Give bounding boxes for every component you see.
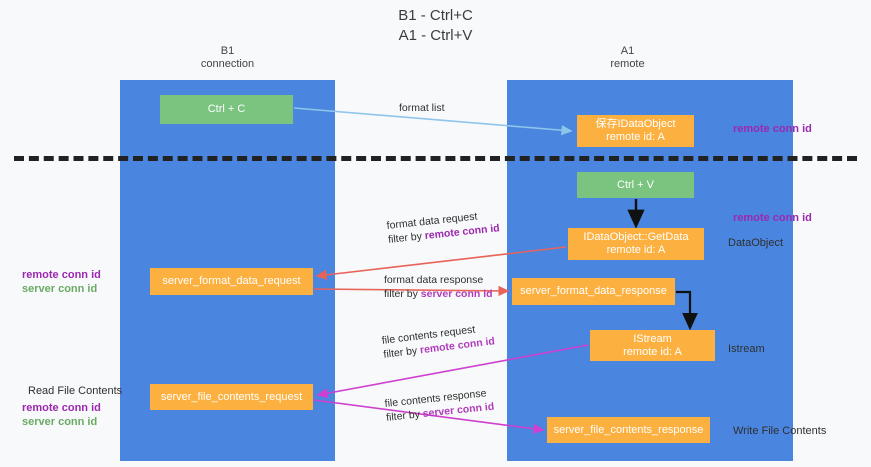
phase-divider [14, 156, 857, 161]
node-idataobject-remote-id: remote id: A [606, 131, 665, 143]
lane-header-b1: B1 connection [150, 45, 305, 71]
lane-header-b1-subtitle: connection [200, 58, 255, 70]
lane-header-a1-name: A1 [620, 45, 635, 57]
edge-label-format-data-response-text: format data response [384, 274, 484, 286]
filter-prefix-2: filter by [384, 288, 421, 300]
annotation-write-file-contents: Write File Contents [733, 425, 827, 437]
node-idataobject[interactable]: 保存IDataObject remote id: A [577, 115, 694, 147]
node-server-file-contents-response[interactable]: server_file_contents_response [547, 417, 710, 443]
lane-header-a1-subtitle: remote [610, 58, 645, 70]
edge-label-format-data-response: format data response filter by server co… [384, 273, 493, 301]
annotation-dataobject: DataObject [728, 237, 784, 249]
annotation-left-conn-ids-1: remote conn id server conn id [22, 268, 101, 296]
node-server-format-data-request[interactable]: server_format_data_request [150, 268, 313, 295]
node-server-file-contents-request-label: server_file_contents_request [160, 390, 303, 403]
filter-prefix-4: filter by [385, 408, 424, 424]
node-istream-remote-id: remote id: A [623, 345, 682, 358]
filter-prefix-1: filter by [387, 230, 426, 246]
node-server-file-contents-request[interactable]: server_file_contents_request [150, 384, 313, 410]
edge-label-format-list-text: format list [399, 102, 445, 114]
title-line-1: B1 - Ctrl+C [398, 7, 473, 24]
annotation-left-conn-ids-2: remote conn id server conn id [22, 401, 101, 429]
node-getdata-remote-id: remote id: A [606, 244, 666, 256]
annotation-left-remote-conn-id-1: remote conn id [22, 269, 101, 281]
edge-label-format-data-request: format data request filter by remote con… [386, 207, 500, 247]
annotation-left-remote-conn-id-2: remote conn id [22, 402, 101, 414]
filter-prefix-3: filter by [382, 344, 421, 361]
node-server-format-data-request-label: server_format_data_request [162, 275, 301, 287]
node-ctrl-v[interactable]: Ctrl + V [577, 172, 694, 198]
annotation-left-server-conn-id-2: server conn id [22, 416, 98, 428]
annotation-istream: Istream [728, 343, 765, 355]
edge-label-file-contents-response: file contents response filter by server … [384, 386, 495, 425]
node-ctrl-c[interactable]: Ctrl + C [160, 95, 293, 124]
node-getdata-label: IDataObject::GetData [583, 231, 689, 243]
annotation-read-file-contents: Read File Contents [28, 385, 123, 397]
node-ctrl-c-label: Ctrl + C [207, 103, 246, 115]
filter-value-server-conn-id-1: server conn id [420, 288, 493, 300]
annotation-left-server-conn-id-1: server conn id [22, 283, 98, 295]
edge-label-format-list: format list [399, 101, 445, 115]
node-idataobject-getdata[interactable]: IDataObject::GetData remote id: A [568, 228, 704, 260]
page-title: B1 - Ctrl+C A1 - Ctrl+V [0, 6, 871, 46]
annotation-remote-conn-id-top: remote conn id [733, 123, 812, 135]
lane-header-a1: A1 remote [550, 45, 705, 71]
node-istream[interactable]: IStream remote id: A [590, 330, 715, 361]
node-server-format-data-response[interactable]: server_format_data_response [512, 278, 675, 305]
annotation-remote-conn-id-mid: remote conn id [733, 212, 812, 224]
node-istream-label: IStream [633, 332, 672, 345]
edge-label-format-data-response-filter: filter by server conn id [384, 287, 493, 301]
lane-header-b1-name: B1 [220, 45, 235, 57]
node-ctrl-v-label: Ctrl + V [617, 178, 654, 191]
edge-label-file-contents-request: file contents request filter by remote c… [381, 320, 496, 361]
node-server-file-contents-response-label: server_file_contents_response [553, 423, 704, 436]
node-idataobject-label: 保存IDataObject [595, 118, 676, 130]
title-line-2: A1 - Ctrl+V [398, 27, 473, 44]
node-server-format-data-response-label: server_format_data_response [520, 285, 667, 297]
